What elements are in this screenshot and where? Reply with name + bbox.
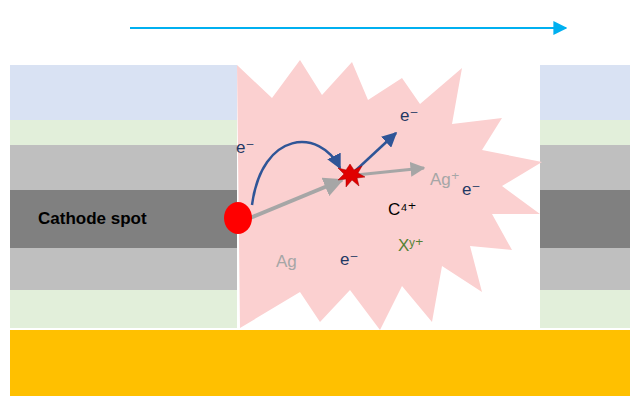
- particle-label: e⁻: [340, 250, 358, 270]
- particle-label: C⁴⁺: [388, 200, 417, 220]
- atom-path: [250, 180, 342, 218]
- band-label: Cathode spot: [38, 209, 237, 229]
- scattered-electron-path: [354, 133, 396, 172]
- direction-arrow: [130, 27, 566, 29]
- right-electrode-stack: [540, 65, 630, 328]
- cathode-band: Cathode spot: [10, 190, 237, 248]
- particle-label: e⁻: [462, 180, 480, 200]
- substrate-band: [10, 330, 630, 396]
- plasma-burst: [237, 60, 542, 330]
- ion-path: [356, 168, 424, 175]
- cathode-spot-dot: [224, 202, 252, 234]
- particle-label: e⁻: [236, 138, 254, 158]
- particle-label: Ag: [276, 252, 297, 272]
- particle-label: Ag⁺: [430, 170, 460, 190]
- particle-label: e⁻: [400, 106, 418, 126]
- left-electrode-stack: [10, 65, 237, 328]
- electron-path: [252, 142, 340, 205]
- collision-star: [338, 164, 365, 187]
- particle-label: Xʸ⁺: [398, 236, 424, 256]
